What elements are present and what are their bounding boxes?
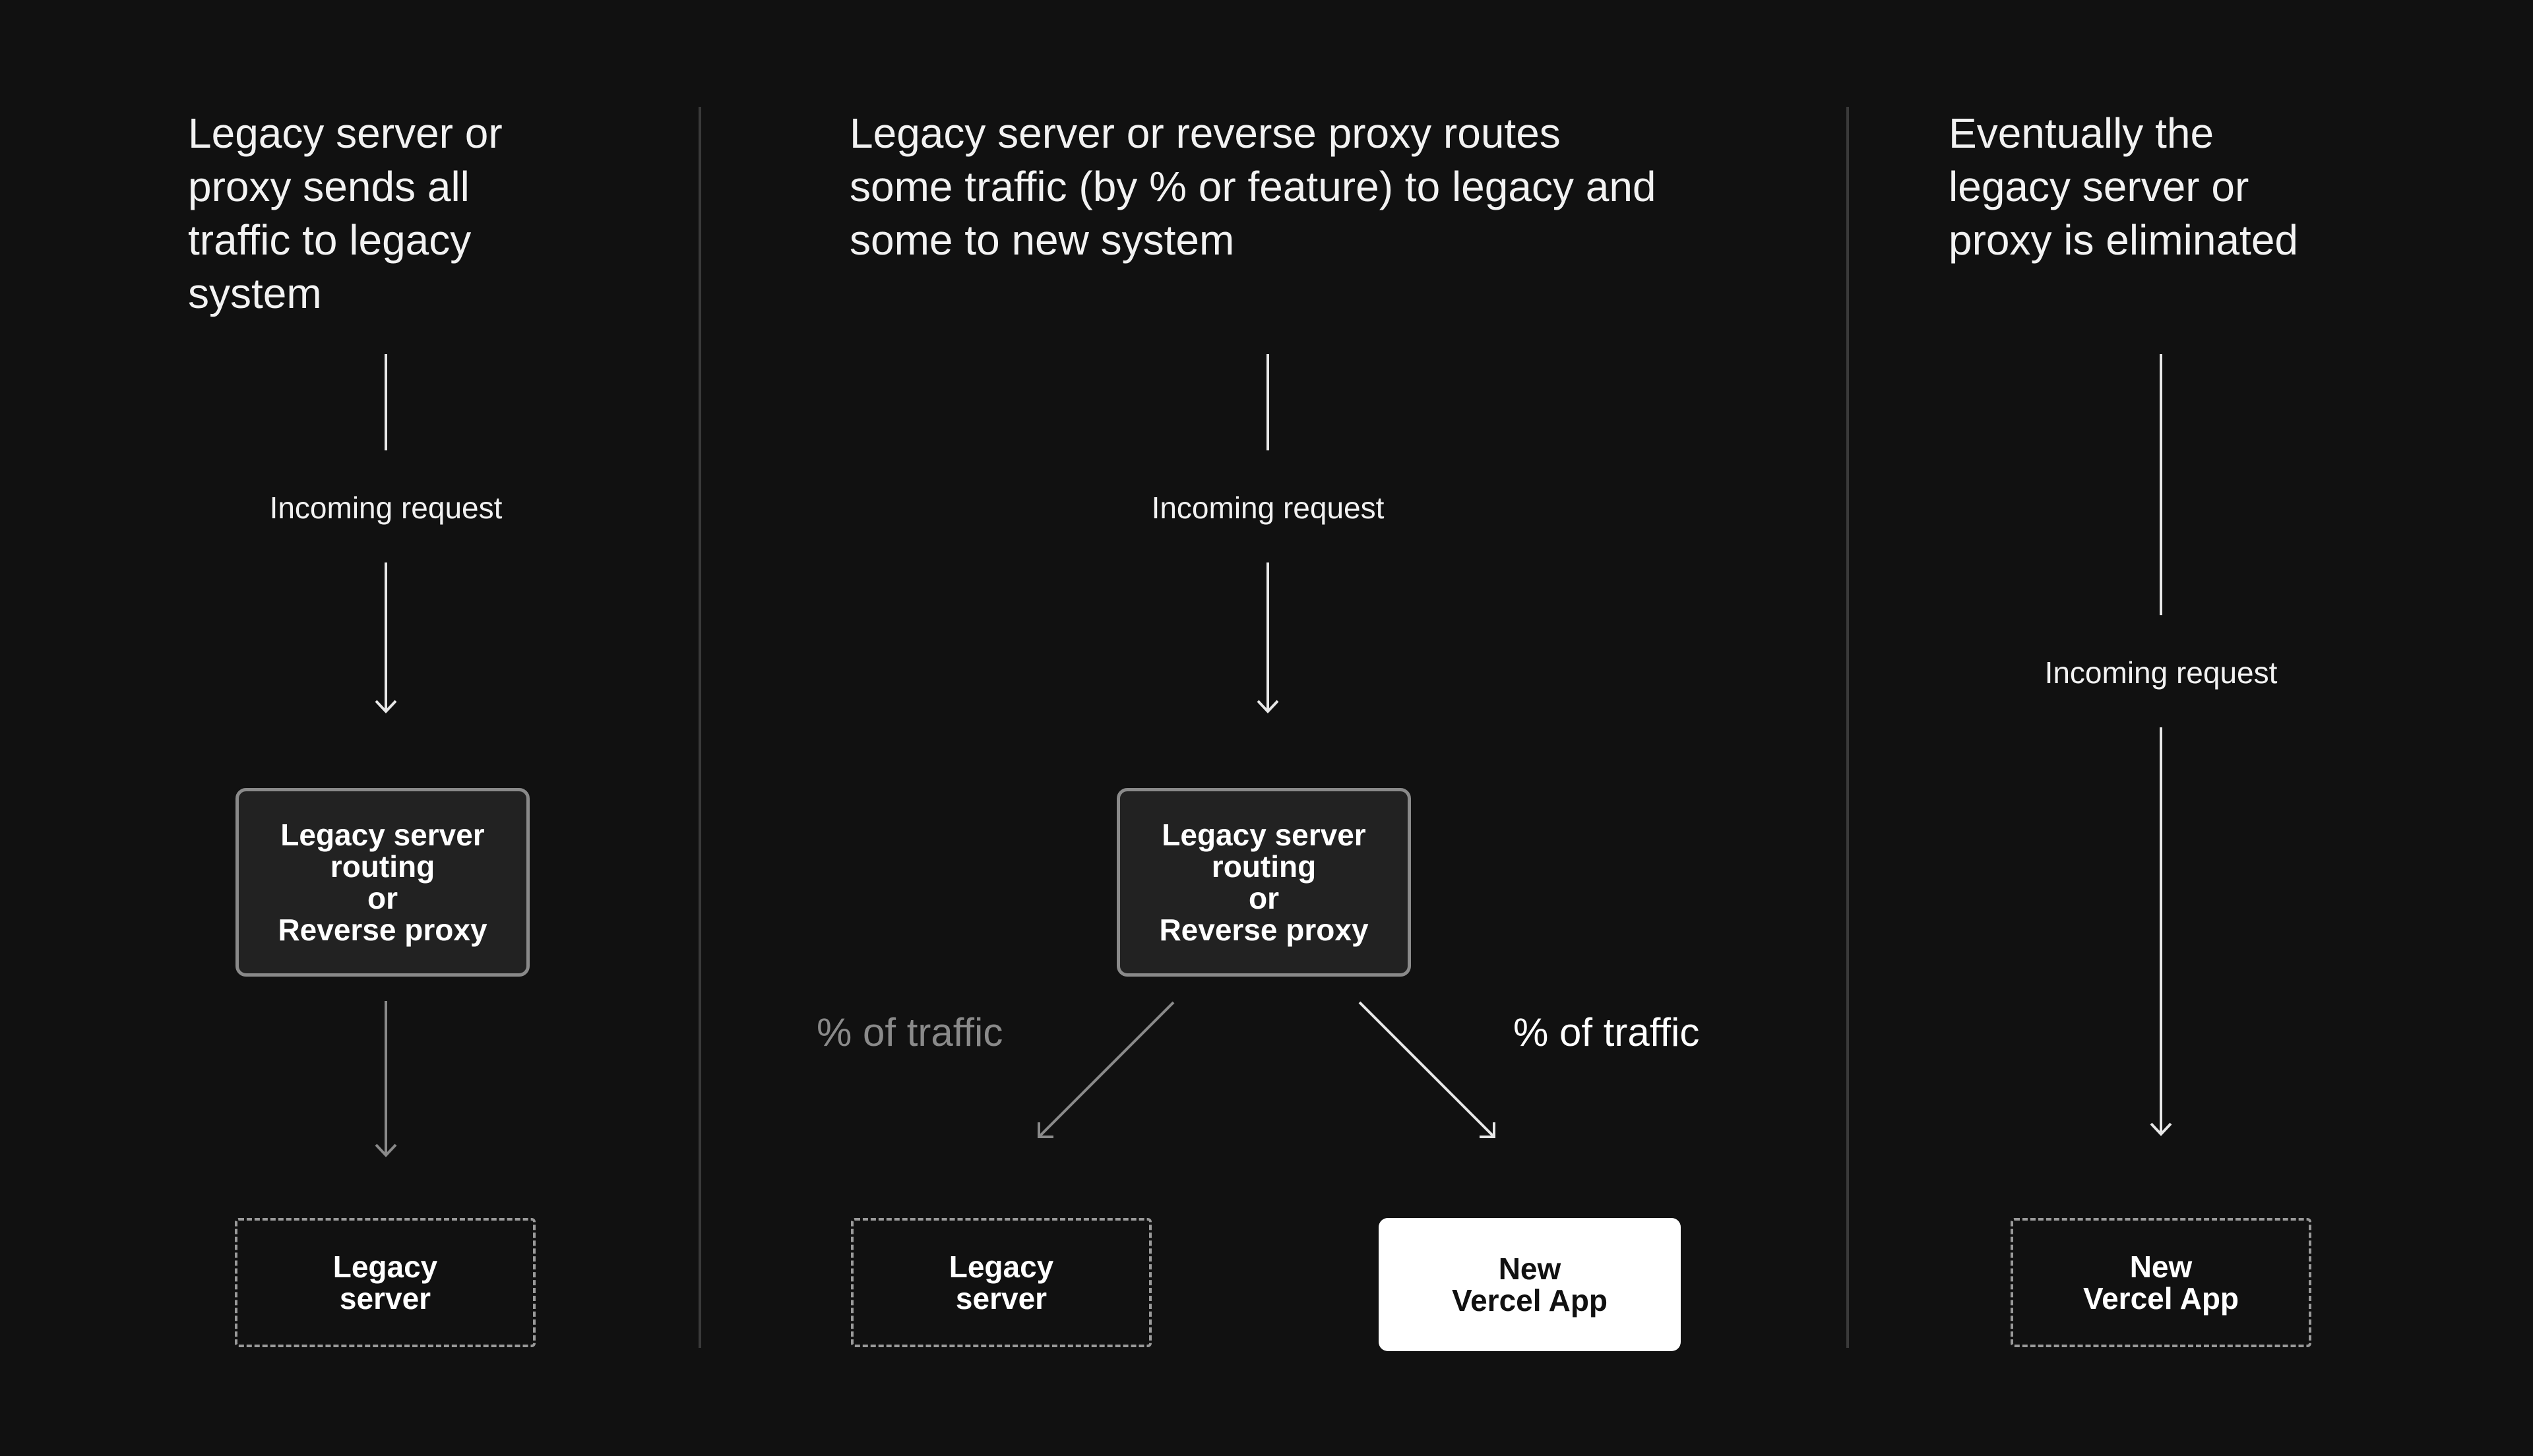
panel-1-incoming-request-label: Incoming request bbox=[269, 491, 503, 525]
panel-3-new-vercel-app-box: New Vercel App bbox=[2011, 1218, 2311, 1347]
panel-2-new-vercel-app-box: New Vercel App bbox=[1379, 1218, 1681, 1351]
panel-2-to-legacy-arrow-icon bbox=[1038, 1001, 1175, 1138]
panel-2-down-arrow-icon bbox=[1257, 562, 1279, 713]
panel-1-request-line bbox=[385, 354, 387, 450]
panel-2-legacy-server-box: Legacy server bbox=[851, 1218, 1152, 1347]
panel-2-incoming-request-label: Incoming request bbox=[1151, 491, 1385, 525]
panel-divider-right bbox=[1846, 107, 1849, 1348]
panel-divider-left bbox=[699, 107, 701, 1348]
panel-1-down-arrow-icon bbox=[375, 562, 397, 713]
panel-2-title: Legacy server or reverse proxy routes so… bbox=[850, 109, 1656, 264]
panel-2-request-line bbox=[1266, 354, 1269, 450]
panel-3-title: Eventually the legacy server or proxy is… bbox=[1949, 109, 2298, 264]
panel-2-to-new-app-arrow-icon bbox=[1358, 1001, 1495, 1138]
panel-3-request-line bbox=[2160, 354, 2162, 615]
panel-1-legacy-server-box: Legacy server bbox=[235, 1218, 536, 1347]
panel-2-legacy-traffic-label: % of traffic bbox=[817, 1010, 1003, 1054]
panel-1-title: Legacy server or proxy sends all traffic… bbox=[188, 109, 503, 317]
panel-2-router-box: Legacy server routing or Reverse proxy bbox=[1117, 788, 1411, 977]
panel-1-to-legacy-arrow-icon bbox=[375, 1001, 397, 1157]
panel-2-new-traffic-label: % of traffic bbox=[1513, 1010, 1700, 1054]
panel-3-incoming-request-label: Incoming request bbox=[2044, 655, 2278, 690]
panel-3-down-arrow-icon bbox=[2150, 727, 2172, 1136]
panel-1-router-box: Legacy server routing or Reverse proxy bbox=[235, 788, 530, 977]
